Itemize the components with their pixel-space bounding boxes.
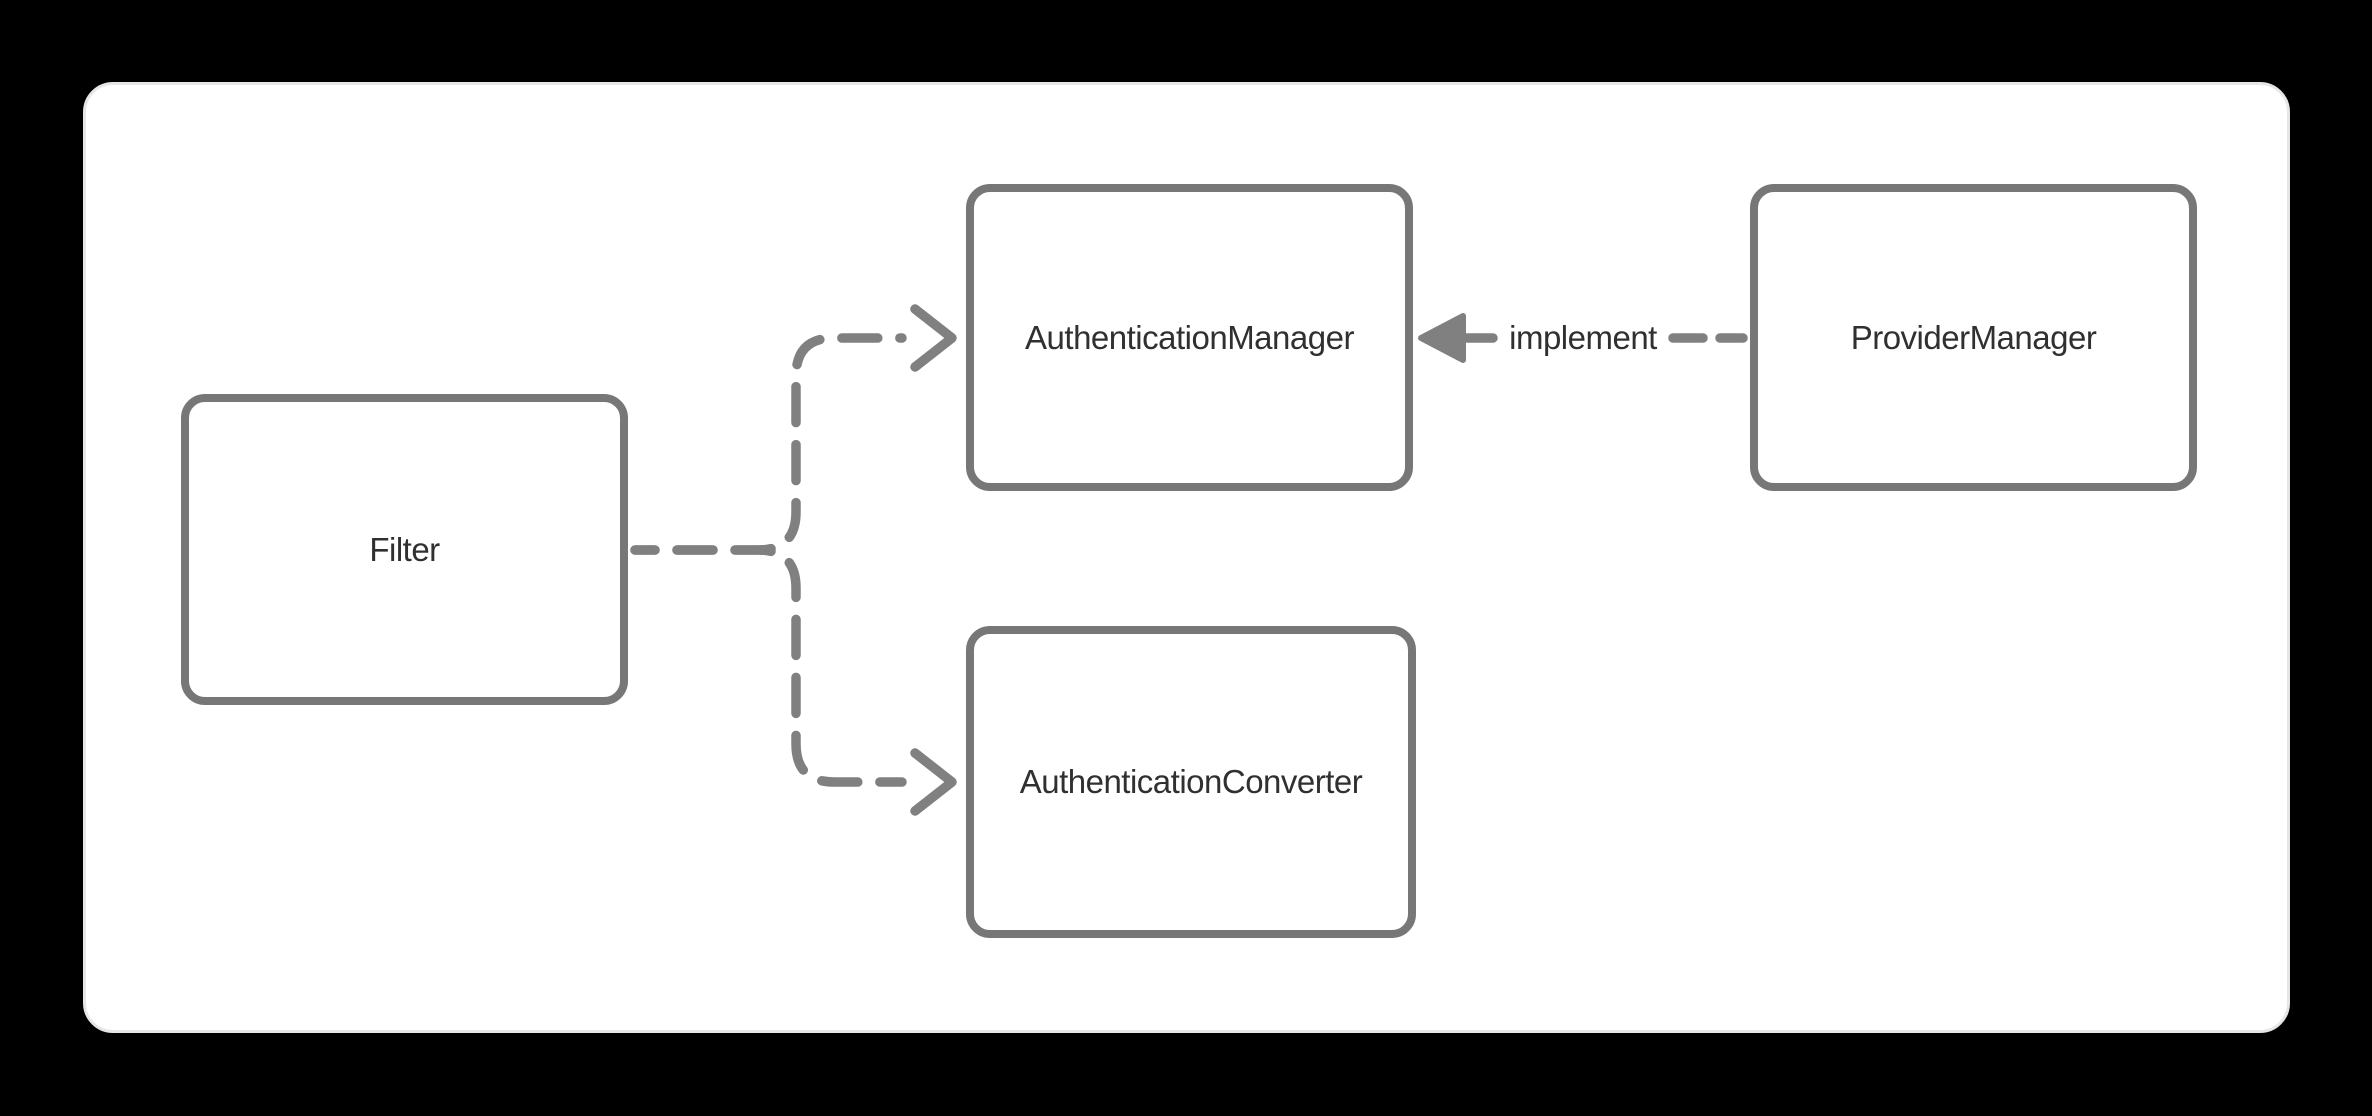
node-authentication-manager: AuthenticationManager — [966, 184, 1413, 491]
node-filter: Filter — [181, 394, 628, 705]
node-filter-label: Filter — [369, 530, 440, 568]
node-authentication-manager-label: AuthenticationManager — [1025, 318, 1354, 356]
node-authentication-converter: AuthenticationConverter — [966, 626, 1416, 938]
node-authentication-converter-label: AuthenticationConverter — [1019, 763, 1363, 800]
chevron-arrowhead-icon — [910, 748, 957, 816]
edge-label-implement: implement — [1499, 317, 1667, 359]
edge-filter-to-authentication-manager — [630, 333, 907, 555]
triangle-arrowhead-icon — [1418, 313, 1466, 363]
node-provider-manager-label: ProviderManager — [1850, 318, 2097, 356]
node-provider-manager: ProviderManager — [1750, 184, 2197, 491]
diagram-canvas: Filter AuthenticationManager Authenticat… — [83, 82, 2290, 1033]
chevron-arrowhead-icon — [910, 304, 957, 372]
edge-filter-to-authentication-converter — [630, 545, 907, 787]
